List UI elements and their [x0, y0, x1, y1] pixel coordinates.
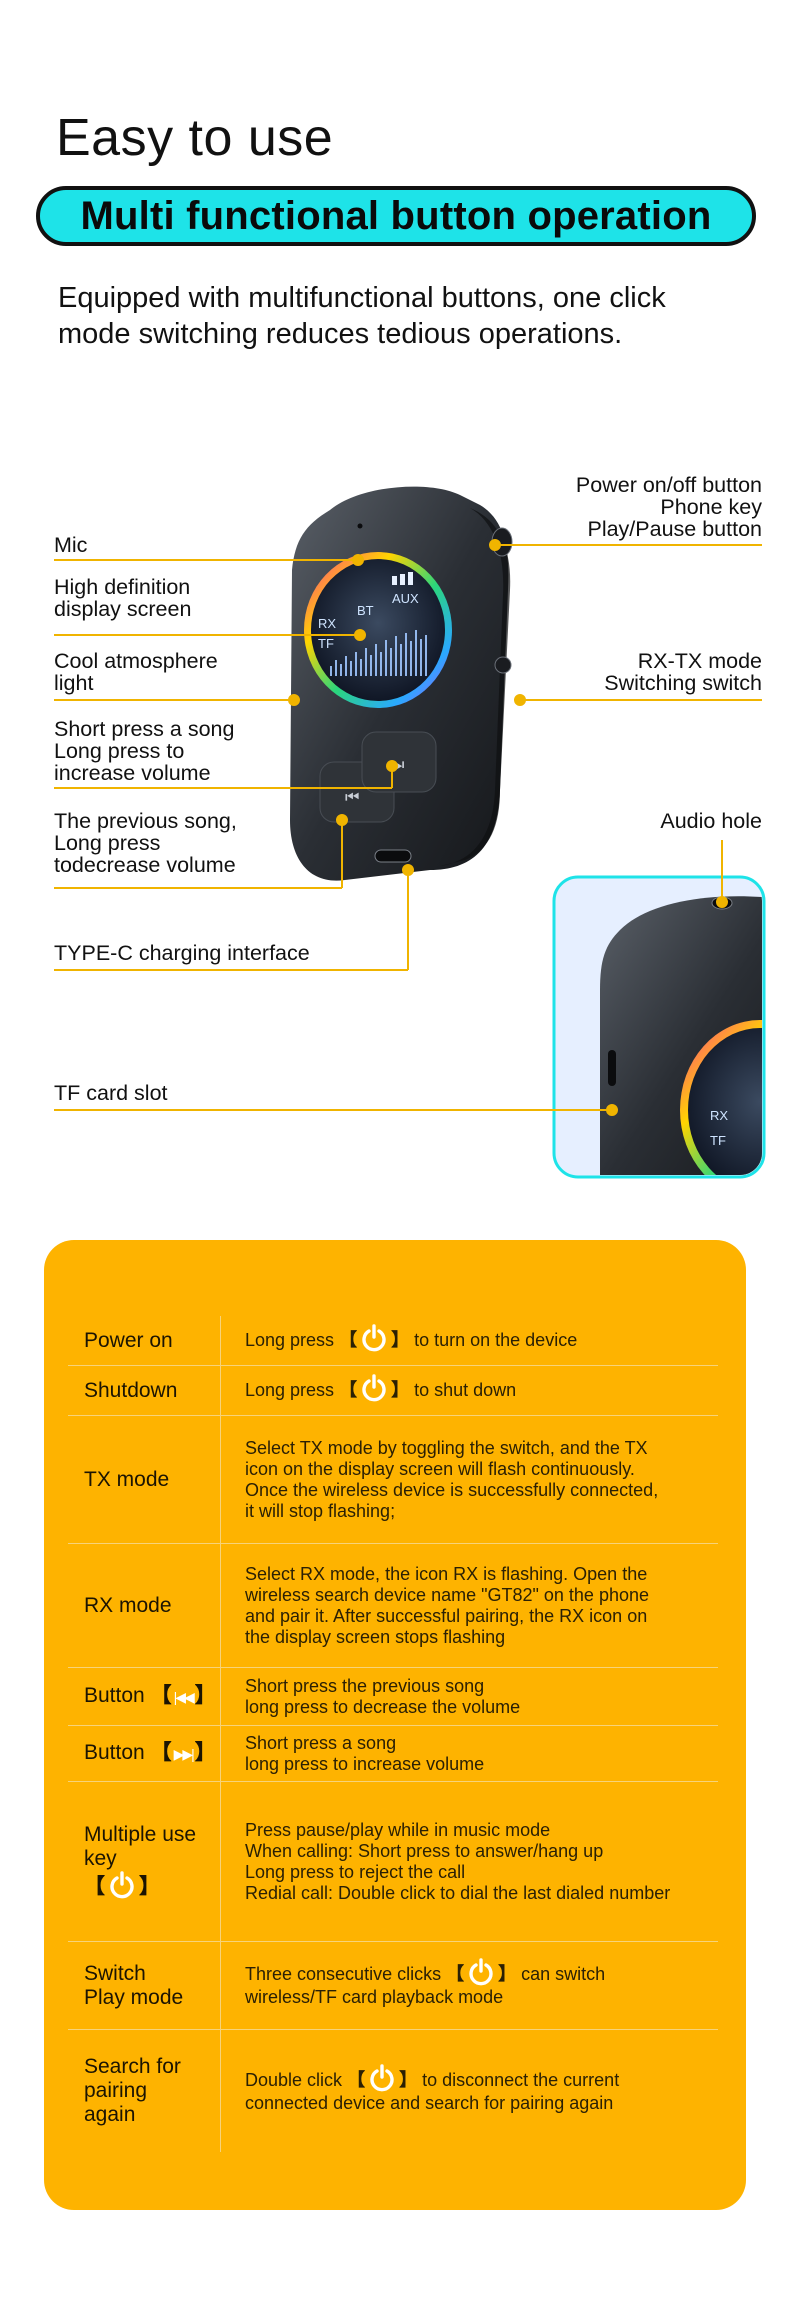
power-icon	[362, 1373, 386, 1401]
svg-text:TF: TF	[710, 1133, 726, 1148]
callout-next-line-1: Short press a song	[54, 717, 235, 741]
row-key: Shutdown	[84, 1378, 178, 1402]
device-body: RX TF BT AUX ⏮ ⏭	[290, 486, 513, 881]
previous-track-icon: ⏮	[345, 787, 359, 806]
row-value: Double click 【】 to disconnect the curren…	[221, 2030, 718, 2152]
row-key: TX mode	[84, 1467, 170, 1491]
row-key: Button 【|◀◀】	[84, 1684, 216, 1708]
callout-atmosphere-line-1: Cool atmosphere	[54, 649, 218, 673]
callout-prev-song: The previous song, Long press todecrease…	[54, 810, 237, 876]
row-value: Press pause/play while in music mode Whe…	[245, 1819, 671, 1903]
callout-prev-line-2: Long press	[54, 831, 161, 855]
intro-text: Equipped with multifunctional buttons, o…	[58, 282, 666, 350]
power-icon	[370, 2063, 394, 2091]
row-value: Long press 【】 to shut down	[221, 1366, 718, 1415]
callout-mic: Mic	[54, 533, 88, 557]
callout-display: High definition display screen	[54, 576, 191, 620]
power-icon	[469, 1958, 493, 1986]
row-key: Search for pairing again	[84, 2055, 181, 2126]
previous-track-icon: |◀◀	[173, 1688, 195, 1705]
instructions-table: Power on Long press 【】 to turn on the de…	[68, 1316, 718, 2152]
callout-power-button: Power on/off button Phone key Play/Pause…	[576, 474, 762, 540]
callout-rx-tx-line-1: RX-TX mode	[637, 649, 762, 673]
row-key: Button 【▶▶|】	[84, 1741, 216, 1765]
callout-tf-slot: TF card slot	[54, 1081, 168, 1105]
row-key: RX mode	[84, 1593, 172, 1617]
callout-audio-hole: Audio hole	[660, 809, 762, 833]
power-icon	[110, 1871, 134, 1899]
power-icon	[362, 1323, 386, 1351]
row-key: Switch Play mode	[84, 1961, 184, 2009]
callout-power-line-1: Power on/off button	[575, 473, 762, 497]
callout-power-line-3: Play/Pause button	[587, 517, 762, 541]
callout-power-line-2: Phone key	[660, 495, 762, 519]
table-row: Multiple use key 【】 Press pause/play whi…	[68, 1782, 718, 1942]
product-illustration: RX TF BT AUX ⏮ ⏭	[0, 430, 790, 1190]
svg-text:RX: RX	[710, 1108, 728, 1123]
table-row: Button 【▶▶|】 Short press a song long pre…	[68, 1726, 718, 1782]
callout-next-song: Short press a song Long press to increas…	[54, 718, 234, 784]
table-row: Button 【|◀◀】 Short press the previous so…	[68, 1668, 718, 1726]
callout-rx-tx: RX-TX mode Switching switch	[604, 650, 762, 694]
page-title: Easy to use	[56, 109, 334, 167]
callout-display-line-2: display screen	[54, 597, 192, 621]
callout-atmosphere-line-2: light	[54, 671, 94, 695]
table-row: Switch Play mode Three consecutive click…	[68, 1942, 718, 2030]
table-row: Power on Long press 【】 to turn on the de…	[68, 1316, 718, 1366]
product-drawing: RX TF BT AUX ⏮ ⏭	[54, 486, 766, 1179]
row-value: Select TX mode by toggling the switch, a…	[245, 1437, 659, 1521]
callout-next-line-3: increase volume	[54, 761, 211, 785]
row-value: Short press the previous song long press…	[245, 1675, 521, 1717]
callout-atmosphere: Cool atmosphere light	[54, 650, 218, 694]
callout-display-line-1: High definition	[54, 575, 191, 599]
callout-prev-line-1: The previous song,	[54, 809, 237, 833]
instructions-card: Power on Long press 【】 to turn on the de…	[44, 1240, 746, 2210]
feature-banner: Multi functional button operation	[36, 186, 756, 246]
row-value: Select RX mode, the icon RX is flashing.…	[245, 1563, 649, 1647]
screen-rx-label: RX	[318, 616, 336, 631]
row-key: Multiple use key 【】	[84, 1823, 197, 1899]
table-row: RX mode Select RX mode, the icon RX is f…	[68, 1544, 718, 1668]
next-track-icon: ▶▶|	[173, 1745, 195, 1762]
callout-rx-tx-line-2: Switching switch	[604, 671, 762, 695]
row-value: Long press 【】 to turn on the device	[221, 1316, 718, 1365]
table-row: Shutdown Long press 【】 to shut down	[68, 1366, 718, 1416]
screen-bt-label: BT	[357, 603, 374, 618]
screen-tf-label: TF	[318, 636, 334, 651]
table-row: TX mode Select TX mode by toggling the s…	[68, 1416, 718, 1544]
callout-typec: TYPE-C charging interface	[54, 941, 310, 965]
callout-prev-line-3: todecrease volume	[54, 853, 236, 877]
table-row: Search for pairing again Double click 【】…	[68, 2030, 718, 2152]
screen-aux-label: AUX	[392, 591, 419, 606]
feature-banner-text: Multi functional button operation	[80, 193, 712, 238]
row-value: Three consecutive clicks 【】 can switch w…	[221, 1942, 718, 2029]
row-value: Short press a song long press to increas…	[245, 1732, 485, 1774]
row-key: Power on	[84, 1328, 173, 1352]
callout-next-line-2: Long press to	[54, 739, 185, 763]
